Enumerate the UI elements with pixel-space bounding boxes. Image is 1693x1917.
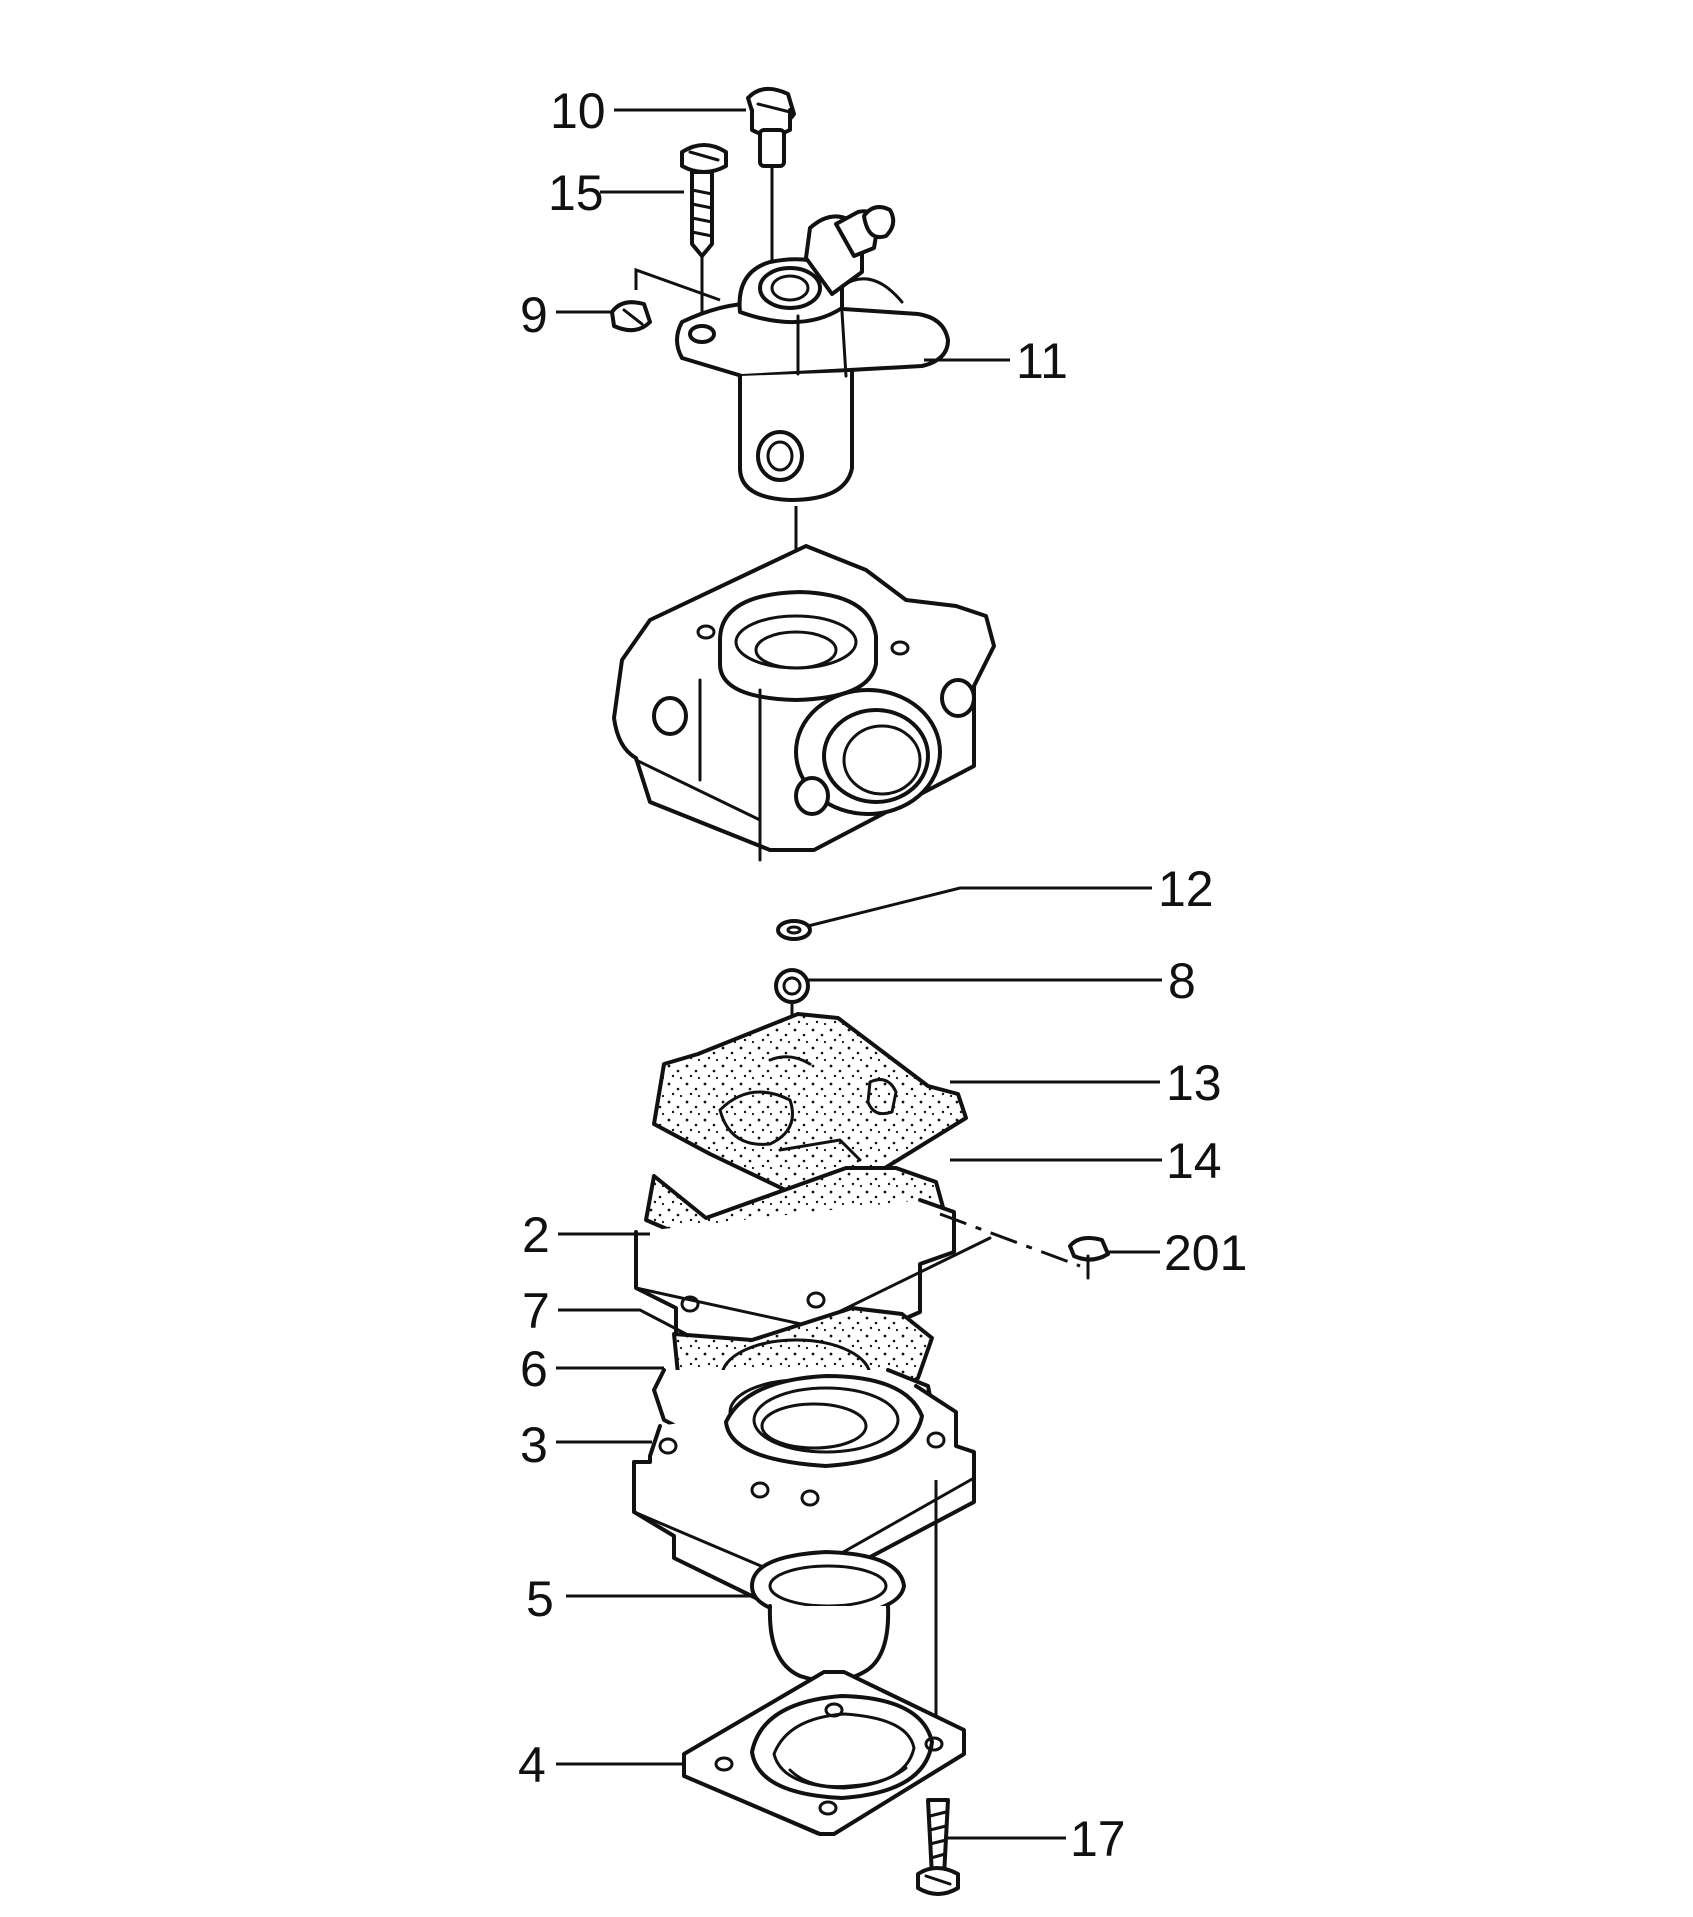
callout-15: 15 bbox=[548, 165, 604, 221]
callout-4: 4 bbox=[518, 1737, 546, 1793]
callout-7: 7 bbox=[522, 1283, 550, 1339]
callout-14: 14 bbox=[1166, 1133, 1222, 1189]
callout-10: 10 bbox=[550, 83, 606, 139]
part-10-screw bbox=[746, 86, 796, 262]
callout-9: 9 bbox=[520, 287, 548, 343]
callout-3: 3 bbox=[520, 1417, 548, 1473]
part-9-nut bbox=[610, 267, 721, 333]
part-13-gasket bbox=[652, 1012, 968, 1198]
part-12-washer bbox=[776, 919, 812, 941]
part-5-primer-bulb bbox=[750, 1550, 906, 1684]
callout-5: 5 bbox=[526, 1571, 554, 1627]
part-11-throttle-body bbox=[675, 205, 950, 620]
callout-12: 12 bbox=[1158, 861, 1214, 917]
part-15-bolt bbox=[680, 143, 728, 322]
part-17-screw bbox=[916, 1798, 960, 1896]
part-4-retainer-plate bbox=[682, 1670, 966, 1836]
callout-17: 17 bbox=[1070, 1811, 1126, 1867]
callout-13: 13 bbox=[1166, 1055, 1222, 1111]
callout-2: 2 bbox=[522, 1207, 550, 1263]
leader-lines bbox=[556, 108, 1162, 1840]
callout-labels: 10 15 9 11 12 8 13 14 2 201 7 6 3 5 4 17 bbox=[518, 83, 1247, 1867]
part-201-cap bbox=[939, 1212, 1110, 1280]
callout-6: 6 bbox=[520, 1341, 548, 1397]
callout-8: 8 bbox=[1168, 953, 1196, 1009]
callout-201: 201 bbox=[1164, 1225, 1247, 1281]
part-carburetor-body bbox=[612, 544, 996, 862]
part-3-pump-cover bbox=[632, 1374, 976, 1716]
callout-11: 11 bbox=[1016, 333, 1068, 389]
